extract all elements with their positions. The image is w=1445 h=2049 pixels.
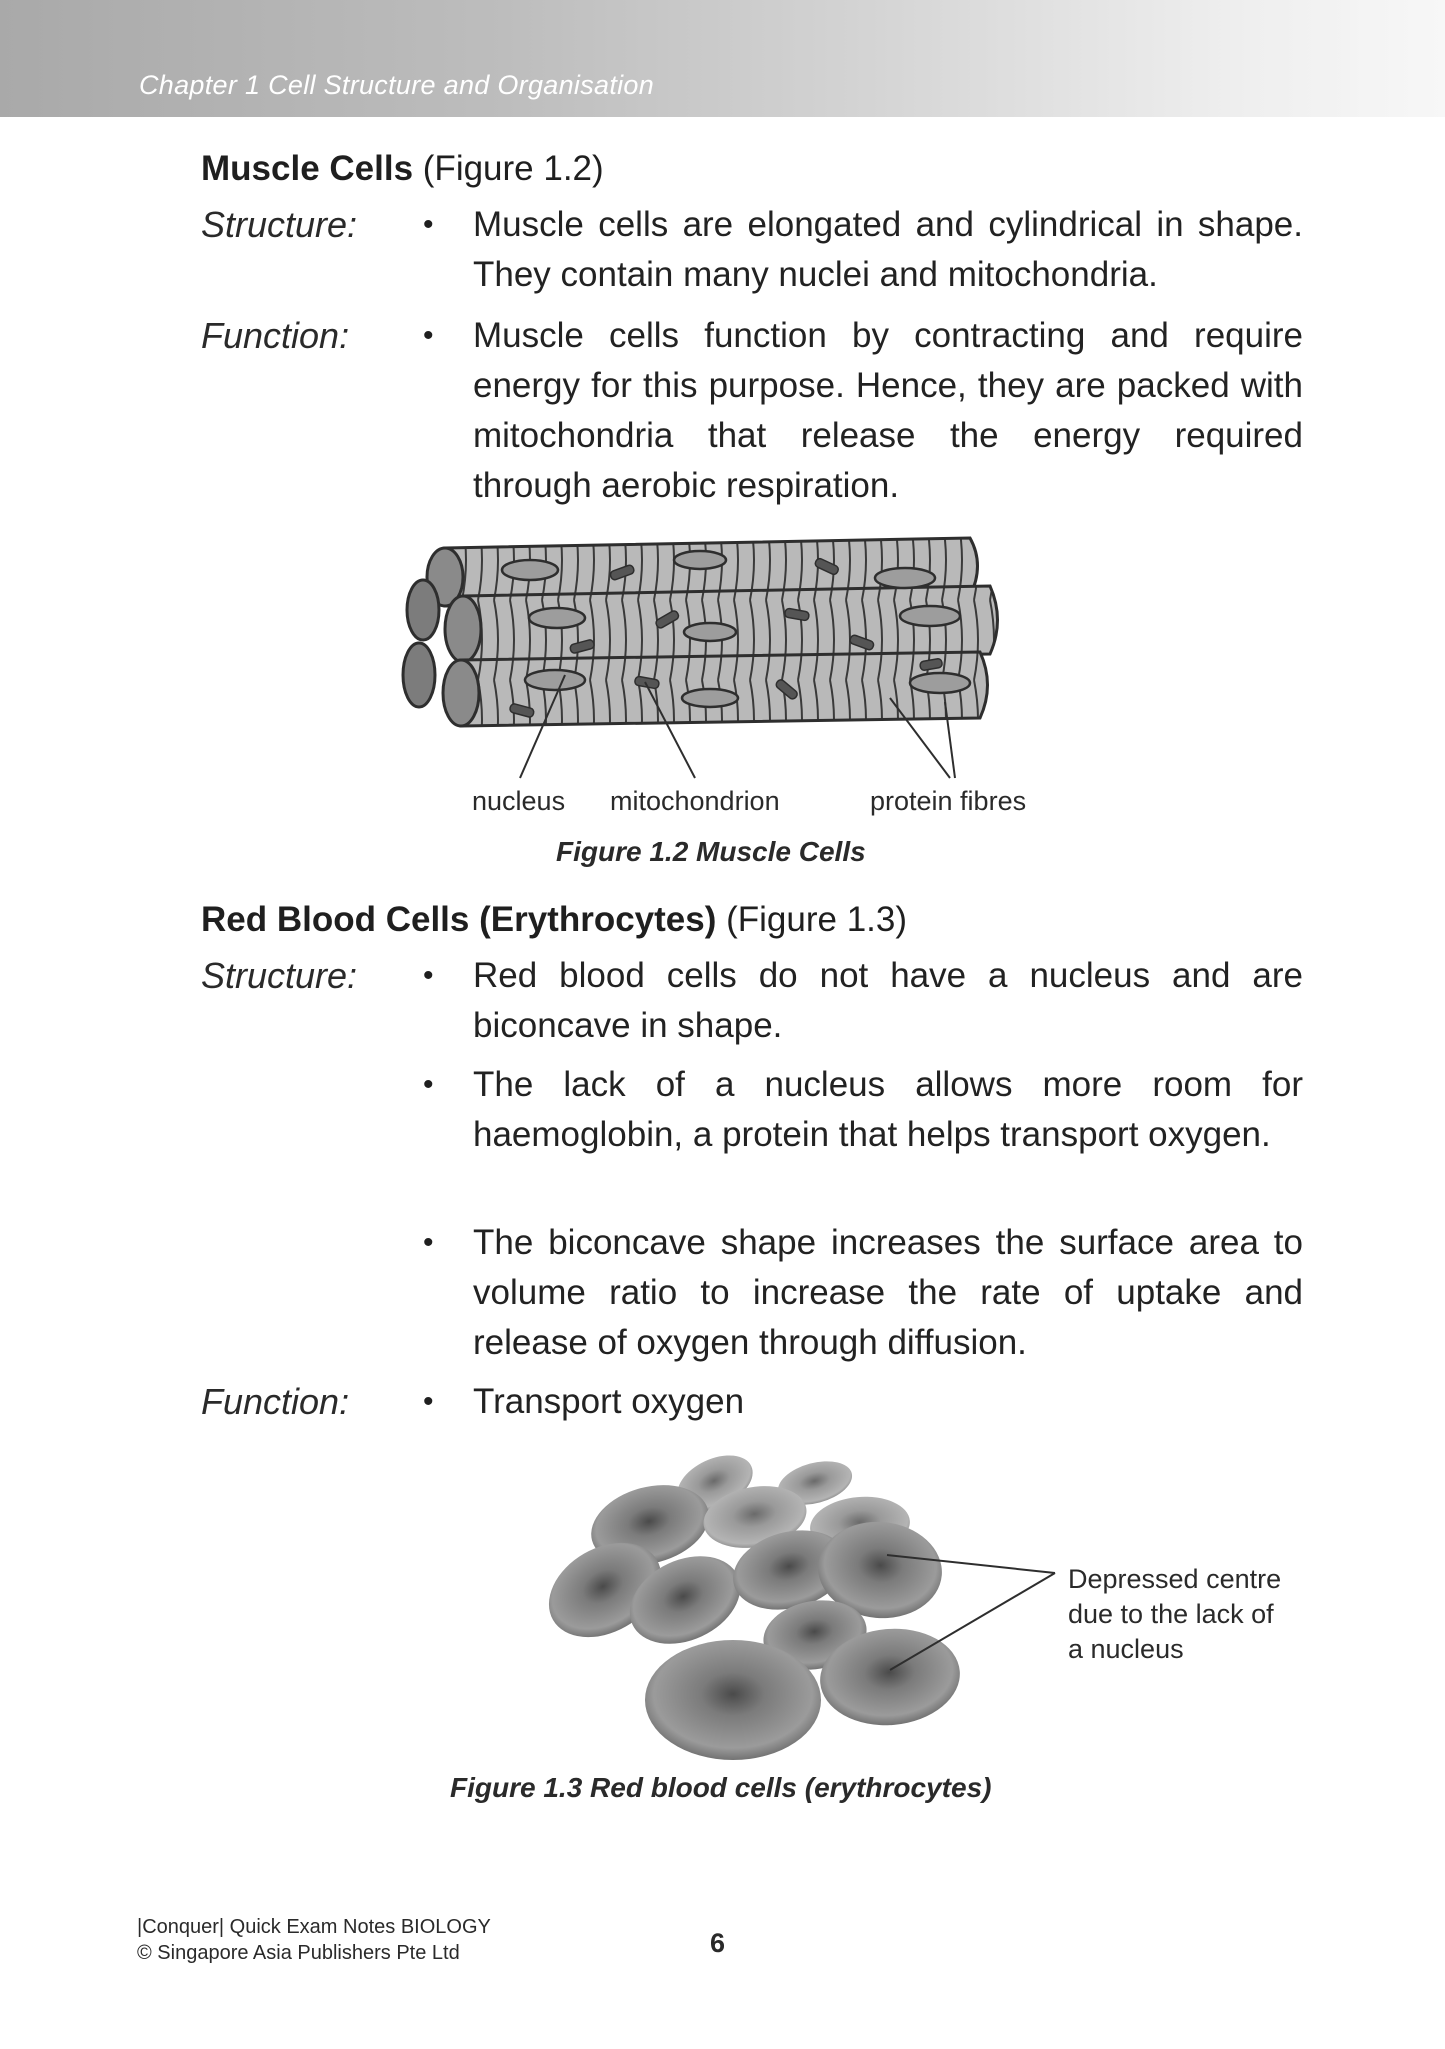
heading-rbc-bold: Red Blood Cells (Erythrocytes) (201, 900, 717, 939)
page-number: 6 (710, 1928, 726, 1958)
blood-cells (548, 1455, 960, 1760)
label-mitochondrion: mitochondrion (610, 786, 780, 816)
bullet-rbc-structure-3: The biconcave shape increases the surfac… (473, 1223, 1303, 1362)
label-protein-fibres: protein fibres (870, 786, 1027, 816)
heading-muscle-bold: Muscle Cells (201, 149, 414, 188)
figure-caption-rbc: Figure 1.3 Red blood cells (erythrocytes… (450, 1772, 992, 1803)
heading-muscle-ref: (Figure 1.2) (422, 149, 604, 188)
heading-rbc-ref: (Figure 1.3) (726, 900, 908, 939)
footer-book-title: |Conquer| Quick Exam Notes BIOLOGY (137, 1916, 491, 1938)
bullet-marker: • (423, 1385, 434, 1418)
bullet-muscle-function-1: Muscle cells function by contracting and… (473, 316, 1303, 505)
rbc-annotation: Depressed centre due to the lack of a nu… (1068, 1562, 1281, 1667)
bullet-marker: • (423, 1068, 434, 1101)
label-structure-muscle: Structure: (201, 204, 358, 245)
chapter-header: Chapter 1 Cell Structure and Organisatio… (0, 0, 1445, 117)
mitochondria (509, 557, 943, 718)
label-function-rbc: Function: (201, 1381, 350, 1422)
section-heading-muscle: Muscle Cells (Figure 1.2) (201, 147, 604, 191)
bullet-rbc-function-1: Transport oxygen (473, 1382, 745, 1421)
bullet-rbc-structure-1: Red blood cells do not have a nucleus an… (473, 956, 1303, 1045)
red-blood-cells-figure (548, 1455, 1056, 1760)
chapter-title: Chapter 1 Cell Structure and Organisatio… (139, 70, 655, 100)
label-nucleus: nucleus (472, 786, 566, 816)
section-heading-rbc: Red Blood Cells (Erythrocytes) (Figure 1… (201, 898, 907, 942)
annotation-line-1: Depressed centre (1068, 1564, 1282, 1594)
bullet-rbc-structure-2: The lack of a nucleus allows more room f… (473, 1065, 1303, 1154)
label-structure-rbc: Structure: (201, 955, 358, 996)
bullet-muscle-structure-1: Muscle cells are elongated and cylindric… (473, 205, 1303, 294)
bullet-marker: • (423, 319, 434, 352)
annotation-line-2: due to the lack of (1068, 1599, 1274, 1629)
muscle-cells-figure (401, 536, 999, 779)
bullet-marker: • (423, 959, 434, 992)
figure-caption-muscle: Figure 1.2 Muscle Cells (556, 836, 866, 867)
nuclei (500, 549, 972, 709)
annotation-line-3: a nucleus (1068, 1634, 1184, 1664)
bullet-marker: • (423, 208, 434, 241)
label-function-muscle: Function: (201, 315, 350, 356)
footer-copyright: © Singapore Asia Publishers Pte Ltd (137, 1942, 460, 1964)
bullet-marker: • (423, 1226, 434, 1259)
footer-publisher: |Conquer| Quick Exam Notes BIOLOGY © Sin… (137, 1914, 491, 1966)
